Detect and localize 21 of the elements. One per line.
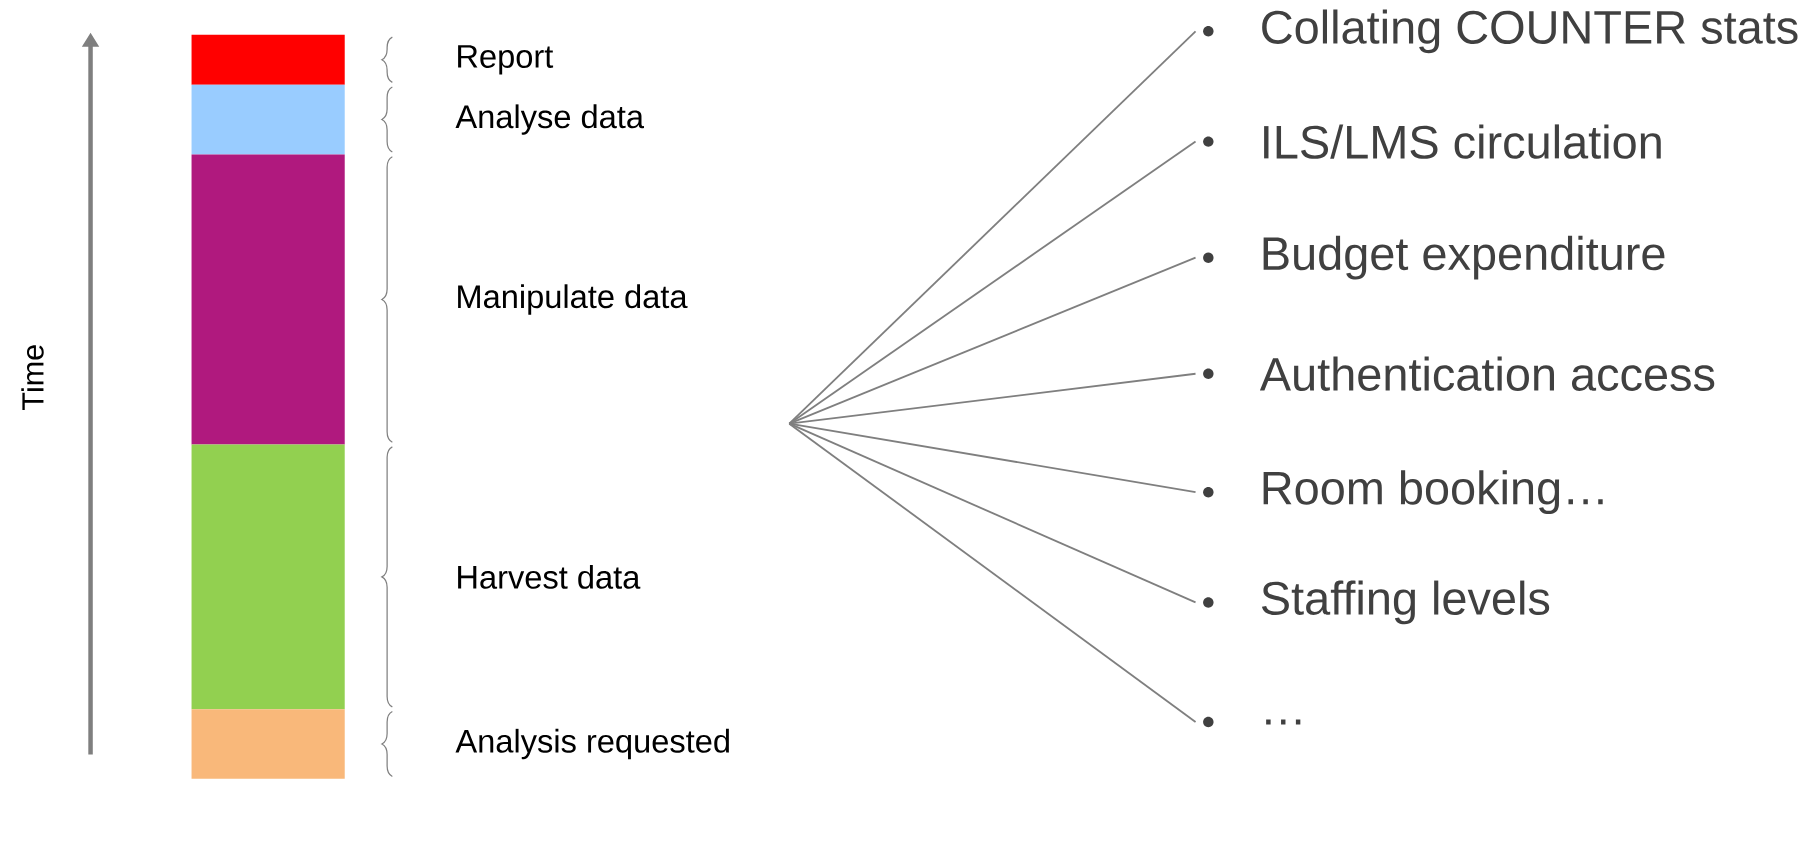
bar-segment <box>191 709 345 779</box>
list-item: Budget expenditure <box>1263 235 1665 280</box>
stage-label: Report <box>458 45 554 75</box>
stage-label: Harvest data <box>458 564 641 589</box>
bar-segment <box>191 84 345 155</box>
list-item: Authentication access <box>1259 356 1715 391</box>
stage-label: Analyse data <box>455 104 644 135</box>
bar-segment <box>191 154 345 445</box>
list-item: Collating COUNTER stats <box>1262 9 1798 54</box>
connector-line <box>788 30 1197 425</box>
stage-label: Manipulate data <box>458 284 688 315</box>
list-item: ILS/LMS circulation <box>1264 124 1661 159</box>
list-item: Staffing levels <box>1261 580 1550 625</box>
list-item: Room booking… <box>1263 470 1603 514</box>
stage-label: Analysis requested <box>455 728 729 760</box>
bar-segment <box>191 444 345 710</box>
list-item: … <box>1266 719 1301 725</box>
axis-label: Time <box>21 345 44 410</box>
bar-segment <box>191 34 345 85</box>
connector-line <box>788 140 1197 425</box>
connector-line <box>788 422 1197 723</box>
